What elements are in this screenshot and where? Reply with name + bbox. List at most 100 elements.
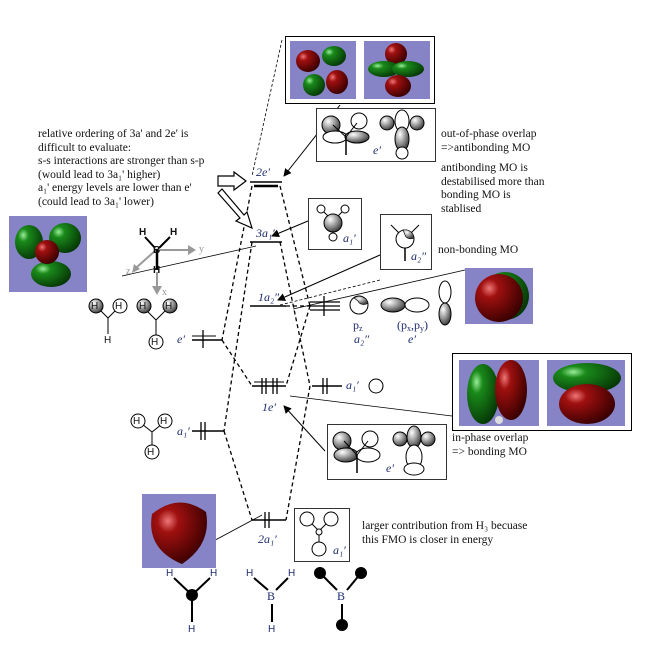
axis-y-label: y [199, 244, 204, 255]
box-label-a1-2: a₁′ [333, 543, 346, 557]
pxpy-text: (p [397, 318, 407, 332]
atom-b: B [153, 245, 161, 256]
schematic-e-antibonding-box: e′ [316, 108, 436, 162]
label-3a1: 3a₁′ [256, 226, 275, 240]
box-label-e-top: e′ [373, 143, 381, 157]
atom-h: H [268, 624, 276, 635]
atom-h: H [91, 301, 99, 312]
orbital-1a2-render [465, 268, 533, 324]
orbital-1e-render-b [547, 360, 625, 426]
p-vertical-orbital-icon [438, 280, 452, 326]
h3-level-a1 [192, 422, 224, 440]
pxpy-sub-x: x [407, 324, 411, 333]
orbital-2e-render-a [290, 41, 356, 99]
atom-h: H [139, 227, 147, 238]
atom-h: H [133, 416, 141, 427]
antibonding-line: antibonding MO is [441, 162, 528, 174]
pxpy-orbital-icon [380, 297, 430, 313]
h3-e-label: e′ [177, 332, 185, 346]
coordinate-axes [132, 236, 196, 295]
h3-fragment-e-b [136, 298, 178, 350]
atom-h: H [104, 335, 112, 346]
h3-molecule [173, 577, 211, 622]
out-of-phase-note: out-of-phase overlap =>antibonding MO [441, 128, 536, 155]
pxpy-sub-y: y [420, 324, 424, 333]
mo-level-2a1 [252, 512, 286, 528]
ordering-note-line: a₁' energy levels are lower than e' [38, 182, 192, 194]
atom-h: H [170, 227, 178, 238]
orbital-1e-render-a [459, 360, 539, 426]
pz-sym-label: a₂″ [354, 332, 370, 346]
atom-h: H [160, 416, 168, 427]
orbital-3a1-render [9, 216, 87, 292]
atom-h: H [139, 301, 147, 312]
pz-orbital-icon [349, 295, 369, 315]
h3-fragment-a1 [130, 413, 173, 460]
box-label-a2: a₂″ [411, 249, 427, 263]
non-bonding-note: non-bonding MO [438, 244, 519, 256]
antibonding-line: stablised [441, 202, 482, 215]
pxpy-label: (px,py) [397, 318, 428, 333]
atom-h: H [166, 568, 174, 579]
axis-x-label: x [162, 287, 167, 298]
pxpy-end: ) [424, 318, 428, 332]
atom-b: B [337, 589, 346, 603]
atom-h: H [165, 301, 173, 312]
label-2e: 2e′ [256, 165, 270, 179]
bh3-molecule [253, 577, 289, 622]
label-1e: 1e′ [262, 400, 276, 414]
s-orbital-icon [368, 378, 384, 394]
hollow-arrow-right [217, 170, 247, 192]
ordering-note-line: relative ordering of 3a' and 2e' is [38, 128, 189, 140]
antibonding-note: antibonding MO is destabilised more than… [441, 162, 544, 216]
mo-level-1e [252, 378, 286, 394]
b-a1-label: a₁′ [346, 378, 359, 392]
schematic-a1-3-box: a₁′ [308, 198, 362, 250]
ordering-note-line: s-s interactions are stronger than s-p [38, 155, 205, 167]
pz-text: p [353, 318, 359, 332]
atom-h: H [147, 447, 155, 458]
box-label-e-bottom: e′ [386, 461, 394, 475]
in-phase-line: => bonding MO [452, 445, 527, 458]
antibonding-line: destabilised more than [441, 175, 545, 188]
orbital-2e-render-b [364, 41, 430, 99]
atom-h: H [151, 337, 159, 348]
b-level-s [312, 378, 342, 394]
atom-h: H [288, 568, 296, 579]
ordering-note-line: (would lead to 3a₁' higher) [38, 168, 161, 181]
ordering-note: relative ordering of 3a' and 2e' is diff… [38, 128, 204, 209]
in-phase-note: in-phase overlap => bonding MO [452, 432, 528, 459]
h3-fragment-e-a [88, 298, 128, 334]
larger-contribution-line: larger contribution from H₃ becuase [362, 520, 528, 532]
orbital-1e-box [452, 353, 632, 431]
larger-contribution-note: larger contribution from H₃ becuase this… [362, 520, 527, 547]
atom-h: H [115, 301, 123, 312]
pz-label: pz [353, 318, 363, 333]
pxpy-mid: ,p [411, 318, 420, 332]
orbital-2a1-render [142, 494, 216, 568]
label-1a2: 1a₂″ [258, 290, 280, 304]
orbital-2e-box [285, 36, 435, 104]
schematic-a1-2-box: a₁′ [294, 508, 350, 562]
atom-h: H [210, 568, 218, 579]
schematic-e-bonding-box: e′ [327, 424, 447, 480]
correlation-lines [221, 185, 311, 521]
h3-level-e [192, 330, 222, 348]
atom-b: B [267, 589, 276, 603]
hollow-arrow-diagonal [217, 188, 253, 230]
larger-contribution-line: this FMO is closer in energy [362, 533, 494, 546]
antibonding-line: bonding MO is [441, 189, 511, 201]
schematic-a2-box: a₂″ [380, 214, 432, 270]
h3-a1-label: a₁′ [177, 424, 190, 438]
out-of-phase-line: =>antibonding MO [441, 141, 531, 154]
label-2a1: 2a₁′ [258, 532, 277, 546]
mo-level-2e [250, 181, 282, 188]
atom-h: H [246, 568, 254, 579]
ordering-note-line: (could lead to 3a₁' lower) [38, 195, 154, 208]
axis-z-label: z [126, 266, 131, 277]
atom-h: H [188, 624, 196, 635]
b-fragment-molecule [314, 567, 367, 631]
out-of-phase-line: out-of-phase overlap [441, 128, 537, 140]
in-phase-line: in-phase overlap [452, 432, 529, 444]
